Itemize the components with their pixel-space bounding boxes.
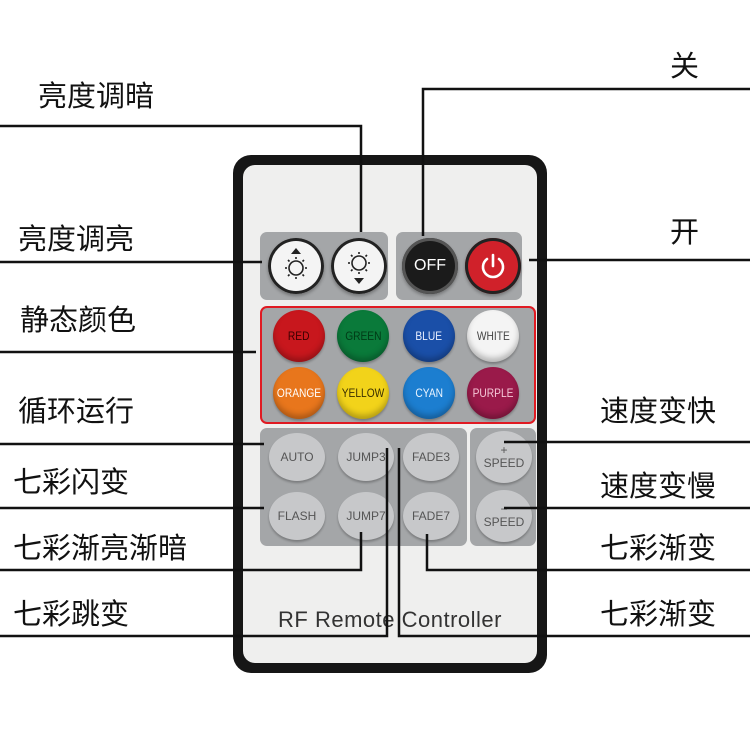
label-jump-change: 七彩跳变 xyxy=(13,597,130,631)
color-button-yellow[interactable]: YELLOW xyxy=(337,367,389,419)
label-on: 开 xyxy=(670,215,700,249)
brightness-down-button[interactable] xyxy=(331,238,387,294)
color-button-green[interactable]: GREEN xyxy=(337,310,389,362)
jump3-button-label: JUMP3 xyxy=(346,450,386,464)
color-button-blue-label: BLUE xyxy=(415,329,443,343)
color-button-cyan-label: CYAN xyxy=(415,386,443,400)
fade7-button[interactable]: FADE7 xyxy=(403,492,459,540)
remote-controller: OFF RED GREEN BLUE WHITE xyxy=(233,155,547,673)
label-brightness-down: 亮度调暗 xyxy=(38,79,155,113)
brightness-up-icon xyxy=(285,248,307,279)
fade7-button-label: FADE7 xyxy=(411,509,450,523)
color-button-purple[interactable]: PURPLE xyxy=(467,367,519,419)
brand-text: RF Remote Controller xyxy=(278,607,502,632)
label-cycle-run: 循环运行 xyxy=(18,394,135,428)
off-button[interactable]: OFF xyxy=(402,238,458,294)
color-button-red[interactable]: RED xyxy=(273,310,325,362)
label-speed-up: 速度变快 xyxy=(600,394,717,428)
color-button-red-label: RED xyxy=(288,329,310,343)
flash-button-label: FLASH xyxy=(277,509,317,523)
color-button-yellow-label: YELLOW xyxy=(341,386,385,400)
jump7-button[interactable]: JUMP7 xyxy=(338,492,394,540)
label-off: 关 xyxy=(670,49,700,83)
speed-up-button[interactable]: + SPEED xyxy=(476,431,532,483)
color-button-cyan[interactable]: CYAN xyxy=(403,367,455,419)
label-static-color: 静态颜色 xyxy=(20,303,137,337)
jump7-button-label: JUMP7 xyxy=(346,509,386,523)
flash-button[interactable]: FLASH xyxy=(269,492,325,540)
label-fade-change-2: 七彩渐变 xyxy=(600,597,717,631)
label-fade-change-1: 七彩渐变 xyxy=(600,531,717,565)
color-button-orange-label: ORANGE xyxy=(276,386,322,400)
jump3-button[interactable]: JUMP3 xyxy=(338,433,394,481)
auto-button-label: AUTO xyxy=(280,450,314,464)
color-button-green-label: GREEN xyxy=(344,329,382,343)
speed-down-button[interactable]: − SPEED xyxy=(476,490,532,542)
brightness-down-icon xyxy=(348,252,370,284)
speed-down-label: SPEED xyxy=(483,515,525,529)
color-button-white-label: WHITE xyxy=(476,329,510,343)
off-button-label: OFF xyxy=(414,257,446,274)
auto-button[interactable]: AUTO xyxy=(269,433,325,481)
color-button-blue[interactable]: BLUE xyxy=(403,310,455,362)
fade3-button[interactable]: FADE3 xyxy=(403,433,459,481)
label-speed-down: 速度变慢 xyxy=(600,469,717,503)
power-icon xyxy=(481,253,505,279)
label-flash-change: 七彩闪变 xyxy=(13,465,130,499)
fade3-button-label: FADE3 xyxy=(411,450,450,464)
color-button-purple-label: PURPLE xyxy=(472,386,514,400)
brightness-up-button[interactable] xyxy=(268,238,324,294)
label-brightness-up: 亮度调亮 xyxy=(18,222,135,256)
color-button-orange[interactable]: ORANGE xyxy=(273,367,325,419)
on-button[interactable] xyxy=(465,238,521,294)
speed-up-label: SPEED xyxy=(483,456,525,470)
remote-face: OFF RED GREEN BLUE WHITE xyxy=(243,165,537,663)
label-fade-bright-dark: 七彩渐亮渐暗 xyxy=(13,531,188,565)
color-button-white[interactable]: WHITE xyxy=(467,310,519,362)
